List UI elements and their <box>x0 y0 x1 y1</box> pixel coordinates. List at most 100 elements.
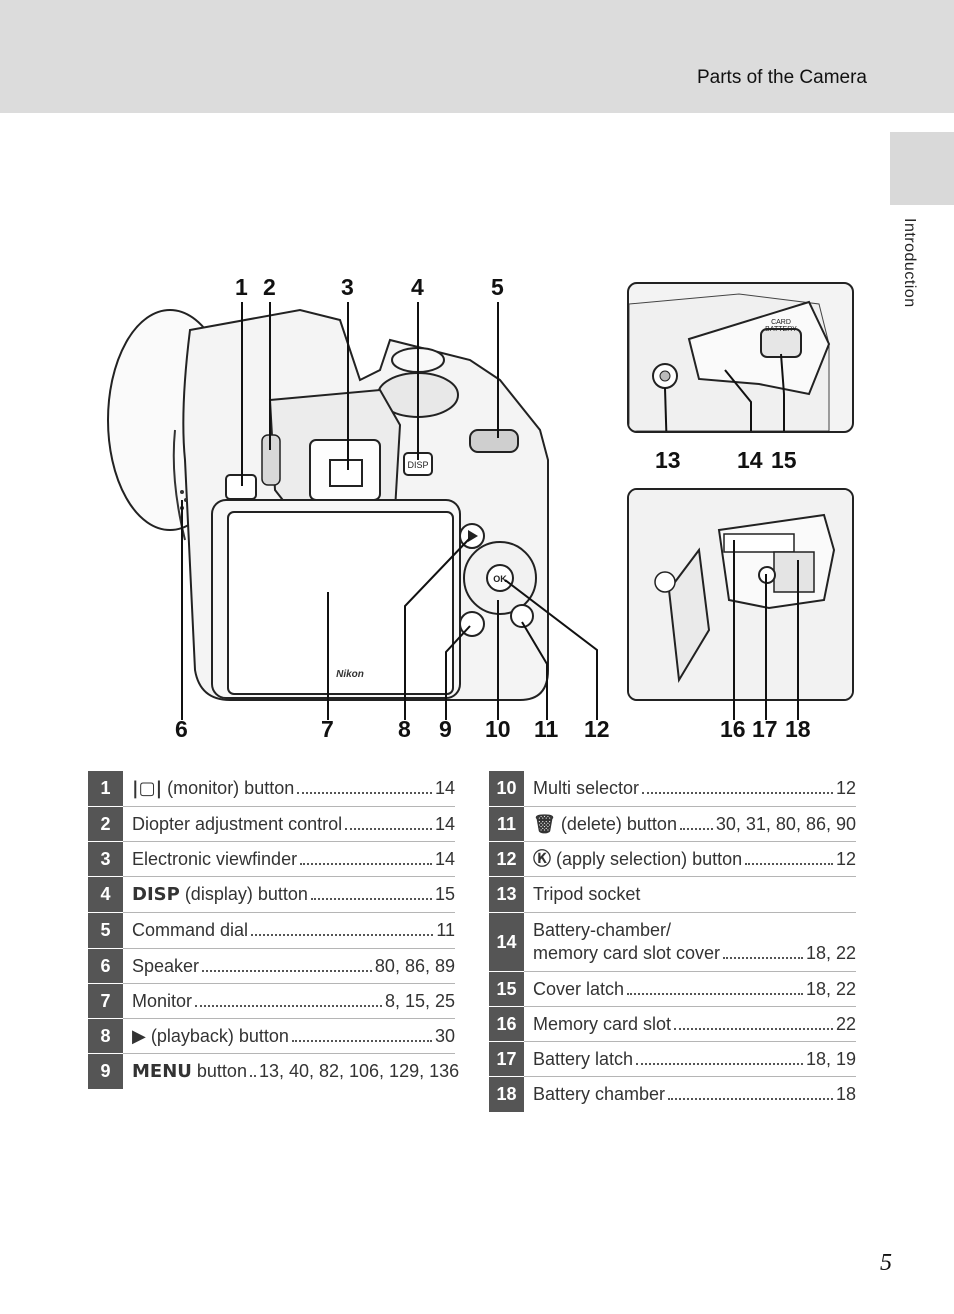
callout-1: 1 <box>235 274 248 300</box>
row-cell: Multi selector 12 <box>524 777 856 800</box>
row-label: Cover latch <box>533 978 625 999</box>
callout-3: 3 <box>341 274 354 300</box>
section-tab-label: Introduction <box>901 218 918 308</box>
monitor-icon: |▢| <box>132 778 163 799</box>
row-label-line2: memory card slot cover <box>533 943 721 963</box>
inset-battery-chamber <box>627 488 854 701</box>
row-pages: 18 <box>835 1084 856 1104</box>
inset-leader-lines <box>733 540 799 720</box>
page-number: 5 <box>880 1250 892 1276</box>
row-cell: Cover latch 18, 22 <box>524 978 856 1001</box>
row-pages: 13, 40, 82, 106, 129, 136 <box>258 1061 460 1081</box>
row-pages: 12 <box>835 778 856 798</box>
table-row: 14 Battery-chamber/ memory card slot cov… <box>489 913 856 971</box>
row-pages: 14 <box>434 813 455 834</box>
table-row: 10 Multi selector 12 <box>489 771 856 806</box>
cover-text: CARD <box>771 319 791 326</box>
parts-table-right: 10 Multi selector 12 11 🗑 (delete) button… <box>489 771 856 1112</box>
delete-icon: 🗑 <box>533 813 556 835</box>
row-label: (monitor) button <box>167 778 295 798</box>
row-label: button <box>196 1061 247 1081</box>
row-label: Electronic viewfinder <box>132 848 298 869</box>
brand-logo: Nikon <box>336 669 364 680</box>
callout-5: 5 <box>491 274 504 300</box>
row-number: 14 <box>489 913 524 971</box>
ok-icon: Ⓚ <box>533 848 551 870</box>
camera-illustration: DISP Nikon OK <box>107 302 598 720</box>
row-cell: Diopter adjustment control 14 <box>123 813 455 836</box>
row-label: Battery chamber <box>533 1084 666 1104</box>
row-cell: ▶ (playback) button 30 <box>123 1025 455 1048</box>
row-number: 11 <box>489 807 524 841</box>
callout-12: 12 <box>584 716 610 742</box>
row-pages: 30 <box>434 1025 455 1046</box>
row-number: 10 <box>489 771 524 806</box>
row-label: Diopter adjustment control <box>132 813 343 834</box>
row-number: 5 <box>88 913 123 948</box>
svg-text:BATTERY: BATTERY <box>765 326 797 333</box>
row-number: 17 <box>489 1042 524 1076</box>
row-number: 12 <box>489 842 524 876</box>
callout-14: 14 <box>737 447 763 473</box>
table-row: 13 Tripod socket <box>489 877 856 912</box>
row-number: 9 <box>88 1054 123 1089</box>
callout-15: 15 <box>771 447 797 473</box>
battery-chamber-illustration <box>629 490 852 699</box>
ok-button-label: OK <box>493 574 507 584</box>
row-label: (playback) button <box>150 1025 289 1046</box>
callout-2: 2 <box>263 274 276 300</box>
table-row: 8 ▶ (playback) button 30 <box>88 1019 455 1053</box>
row-pages: 80, 86, 89 <box>374 955 455 976</box>
callout-9: 9 <box>439 716 452 742</box>
inset-bottom-view: CARD BATTERY <box>627 282 854 433</box>
row-pages: 30, 31, 80, 86, 90 <box>715 813 856 834</box>
row-number: 13 <box>489 877 524 912</box>
row-number: 18 <box>489 1077 524 1112</box>
row-label: Multi selector <box>533 778 640 798</box>
callout-4: 4 <box>411 274 424 300</box>
disp-button-label: DISP <box>407 460 428 470</box>
row-pages: 18, 22 <box>805 978 856 999</box>
row-label: (display) button <box>184 884 308 904</box>
row-cell: Tripod socket <box>524 883 856 906</box>
camera-figure: DISP Nikon OK <box>0 260 954 760</box>
playback-icon: ▶ <box>132 1025 146 1047</box>
row-number: 7 <box>88 984 123 1018</box>
row-label: Monitor <box>132 990 193 1011</box>
row-label: Battery-chamber/ <box>533 920 672 940</box>
row-cell: Battery chamber 18 <box>524 1083 856 1106</box>
row-number: 16 <box>489 1007 524 1041</box>
callout-18: 18 <box>785 716 811 742</box>
table-row: 18 Battery chamber 18 <box>489 1077 856 1112</box>
row-pages: 15 <box>434 884 455 904</box>
page-title: Parts of the Camera <box>696 67 867 88</box>
section-tab <box>890 132 954 205</box>
row-number: 8 <box>88 1019 123 1053</box>
row-pages: 22 <box>835 1013 856 1034</box>
row-label: Battery latch <box>533 1048 634 1069</box>
callout-11: 11 <box>534 716 559 742</box>
row-label: Command dial <box>132 920 249 940</box>
callout-6: 6 <box>175 716 188 742</box>
row-number: 4 <box>88 877 123 912</box>
